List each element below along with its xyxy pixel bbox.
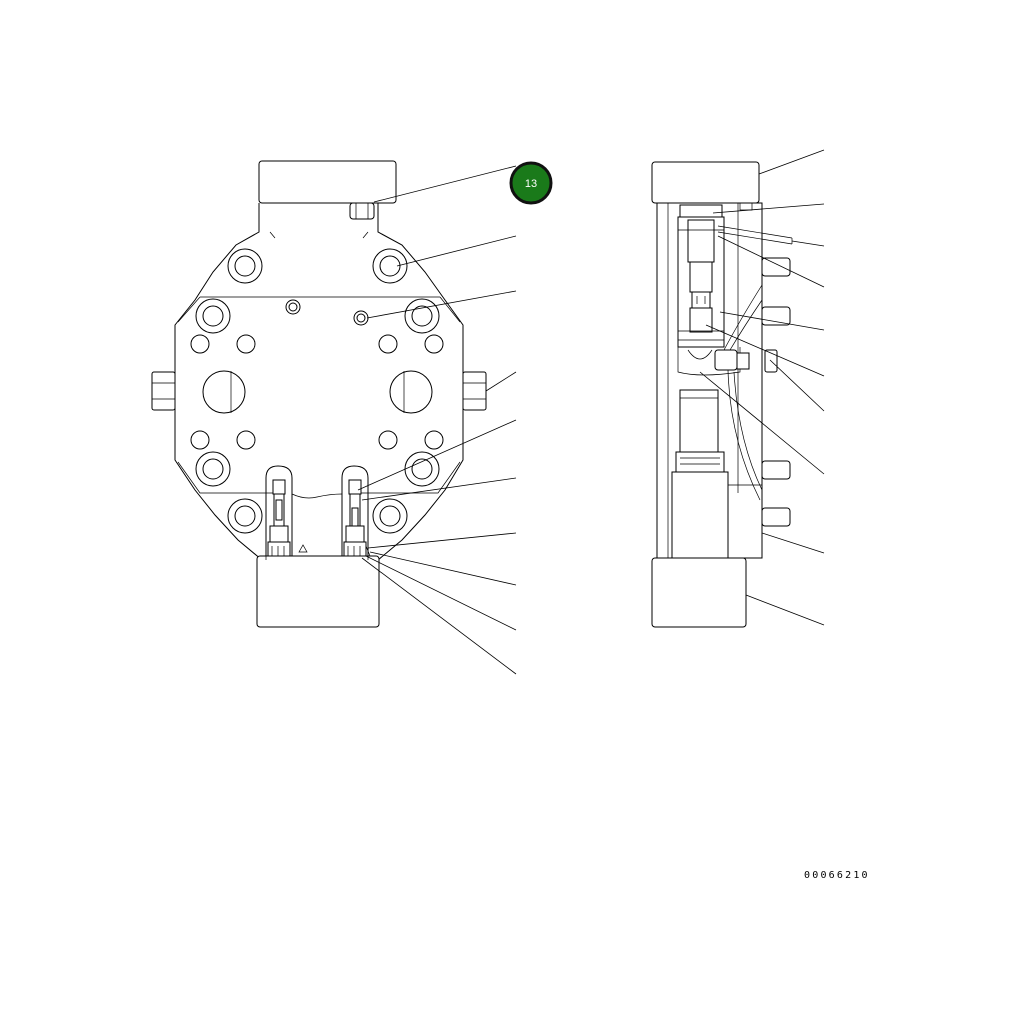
bottom-cap	[256, 555, 380, 628]
right-hex-plug	[462, 371, 487, 411]
top-cap	[258, 160, 397, 204]
right-cartridge	[341, 465, 371, 560]
side-top-cap	[651, 161, 760, 204]
left-cartridge	[265, 465, 308, 560]
plug	[349, 202, 375, 220]
drawing-number: 00066210	[804, 870, 870, 881]
side-bosses	[761, 257, 791, 527]
callout-badge-13[interactable]: 13	[509, 161, 553, 205]
left-hex-plug	[151, 371, 176, 411]
side-view	[651, 149, 825, 628]
front-view	[151, 160, 517, 675]
bolt-group	[195, 248, 440, 534]
side-bottom-cap	[651, 557, 747, 628]
small-plugs	[285, 299, 369, 326]
callout-label: 13	[525, 178, 537, 190]
side-leader-lines	[699, 149, 825, 626]
large-ports	[202, 370, 433, 414]
front-leader-lines	[357, 165, 517, 675]
port-holes	[190, 334, 444, 450]
